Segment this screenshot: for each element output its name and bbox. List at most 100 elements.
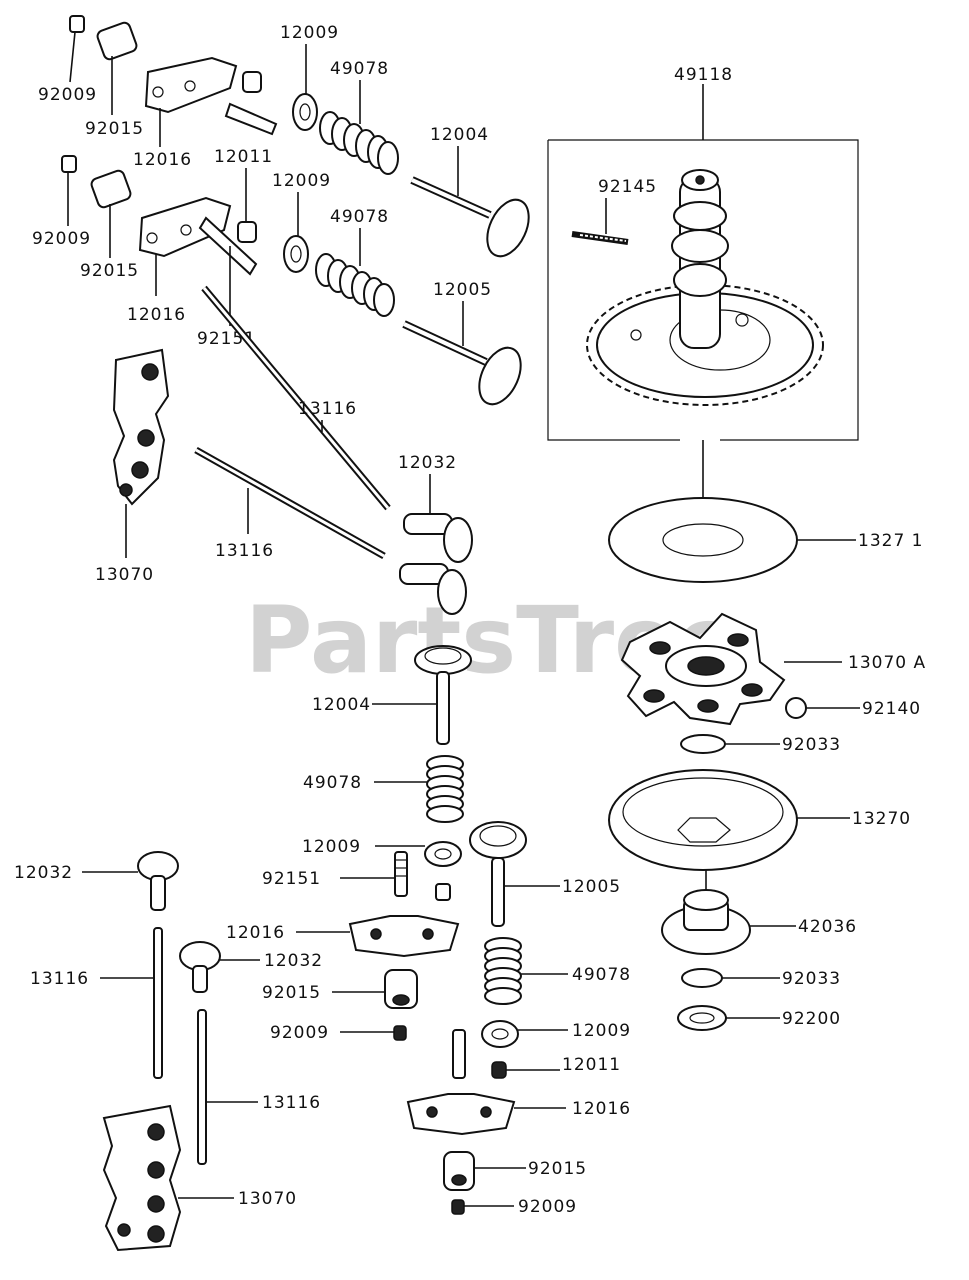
part-42036-gear[interactable] (661, 889, 751, 955)
part-13070-a[interactable] (112, 348, 170, 506)
label-12032-a: 12032 (398, 453, 457, 473)
part-12032-a[interactable] (403, 513, 473, 563)
part-92033-a-circlip[interactable] (680, 734, 726, 754)
pushrod-group: 13116 12032 13116 13070 (95, 285, 473, 615)
label-12009-d: 12009 (572, 1021, 631, 1041)
label-92009-b: 92009 (32, 229, 91, 249)
label-12004-a: 12004 (430, 125, 489, 145)
label-92015-a: 92015 (85, 119, 144, 139)
label-12016-c: 12016 (226, 923, 285, 943)
top-rocker-assembly-2 (61, 155, 529, 411)
label-13070-b: 13070 (238, 1189, 297, 1209)
label-13116-d: 13116 (262, 1093, 321, 1113)
label-12011-a: 12011 (214, 147, 273, 167)
part-12009-d[interactable] (481, 1020, 519, 1048)
part-12005-b[interactable] (469, 821, 527, 927)
label-92033-a: 92033 (782, 735, 841, 755)
part-12009-b[interactable] (283, 235, 309, 273)
part-49078-c[interactable] (426, 755, 464, 823)
label-92200: 92200 (782, 1009, 841, 1029)
part-92151-b[interactable] (394, 851, 408, 897)
label-12009-a: 12009 (280, 23, 339, 43)
part-92009-a[interactable] (69, 15, 85, 33)
part-92009-d[interactable] (451, 1199, 465, 1215)
part-12016-a[interactable] (144, 56, 238, 114)
part-92151-a[interactable] (198, 216, 258, 276)
part-12032-d[interactable] (179, 941, 221, 993)
part-92140-ball[interactable] (785, 697, 807, 719)
part-92015-c[interactable] (384, 969, 418, 1009)
label-92009-c: 92009 (270, 1023, 329, 1043)
label-92145: 92145 (598, 177, 657, 197)
part-92145[interactable] (571, 231, 629, 245)
part-13070A-weight-plate[interactable] (620, 612, 786, 726)
part-12009-a[interactable] (292, 93, 318, 131)
part-49078-a[interactable] (319, 111, 399, 175)
part-12011-c[interactable] (435, 883, 451, 901)
part-12009-c[interactable] (424, 841, 462, 867)
part-92015-d[interactable] (443, 1151, 475, 1191)
label-92015-b: 92015 (80, 261, 139, 281)
right-column-parts: 1327 1 13070 A 92140 92033 13270 (608, 497, 925, 1031)
part-92200-washer[interactable] (677, 1005, 727, 1031)
label-12032-b: 12032 (14, 863, 73, 883)
rocker-stud-a[interactable] (224, 102, 278, 136)
part-92015-a[interactable] (96, 21, 138, 61)
part-12004-a[interactable] (410, 176, 537, 263)
part-49118-camshaft-gear[interactable] (586, 169, 824, 406)
label-12009-b: 12009 (272, 171, 331, 191)
label-13070-a: 13070 (95, 565, 154, 585)
lower-valve-train: 12004 49078 12009 92151 (226, 645, 631, 1217)
label-12005-a: 12005 (433, 280, 492, 300)
label-49118: 49118 (674, 65, 733, 85)
part-12016-d[interactable] (406, 1093, 516, 1136)
part-12011-a[interactable] (242, 71, 262, 93)
part-12032-b[interactable] (399, 563, 467, 615)
part-13271-washer[interactable] (608, 497, 798, 583)
label-49078-a: 49078 (330, 59, 389, 79)
part-13116-c[interactable] (153, 927, 163, 1079)
part-92151-c[interactable] (452, 1029, 466, 1079)
part-49078-b[interactable] (315, 253, 395, 317)
part-92033-b-circlip[interactable] (681, 968, 723, 988)
part-12032-c[interactable] (137, 851, 179, 911)
label-13271: 1327 1 (858, 531, 923, 551)
part-13116-d[interactable] (197, 1009, 207, 1165)
label-12016-a: 12016 (133, 150, 192, 170)
label-12009-c: 12009 (302, 837, 361, 857)
top-rocker-assembly-1 (69, 15, 537, 263)
part-12016-b[interactable] (138, 196, 232, 258)
label-12016-b: 12016 (127, 305, 186, 325)
label-13116-a: 13116 (298, 399, 357, 419)
label-13270: 13270 (852, 809, 911, 829)
label-12032-c: 12032 (264, 951, 323, 971)
label-49078-b: 49078 (330, 207, 389, 227)
label-12005-b: 12005 (562, 877, 621, 897)
part-12011-d[interactable] (491, 1061, 507, 1079)
label-92009-a: 92009 (38, 85, 97, 105)
label-92009-d: 92009 (518, 1197, 577, 1217)
part-13116-a[interactable] (201, 285, 391, 511)
camshaft-assembly-box: 49118 92145 (547, 65, 859, 530)
part-49078-d[interactable] (484, 937, 522, 1005)
part-12005-a[interactable] (402, 320, 529, 411)
label-12016-d: 12016 (572, 1099, 631, 1119)
label-92033-b: 92033 (782, 969, 841, 989)
label-92015-d: 92015 (528, 1159, 587, 1179)
part-92009-c[interactable] (393, 1025, 407, 1041)
part-13116-b[interactable] (194, 446, 386, 560)
label-13116-b: 13116 (215, 541, 274, 561)
part-13270-gear-cup[interactable] (608, 769, 798, 871)
label-13116-c: 13116 (30, 969, 89, 989)
part-13070-b[interactable] (102, 1104, 182, 1252)
part-12011-b[interactable] (237, 221, 257, 243)
lower-left-pushrods: 12032 13116 12032 13116 13070 (14, 851, 323, 1252)
part-92015-b[interactable] (90, 169, 132, 209)
label-92015-c: 92015 (262, 983, 321, 1003)
label-12004-b: 12004 (312, 695, 371, 715)
part-92009-b[interactable] (61, 155, 77, 173)
part-12016-c[interactable] (348, 915, 460, 958)
part-12004-b[interactable] (414, 645, 472, 745)
label-42036: 42036 (798, 917, 857, 937)
